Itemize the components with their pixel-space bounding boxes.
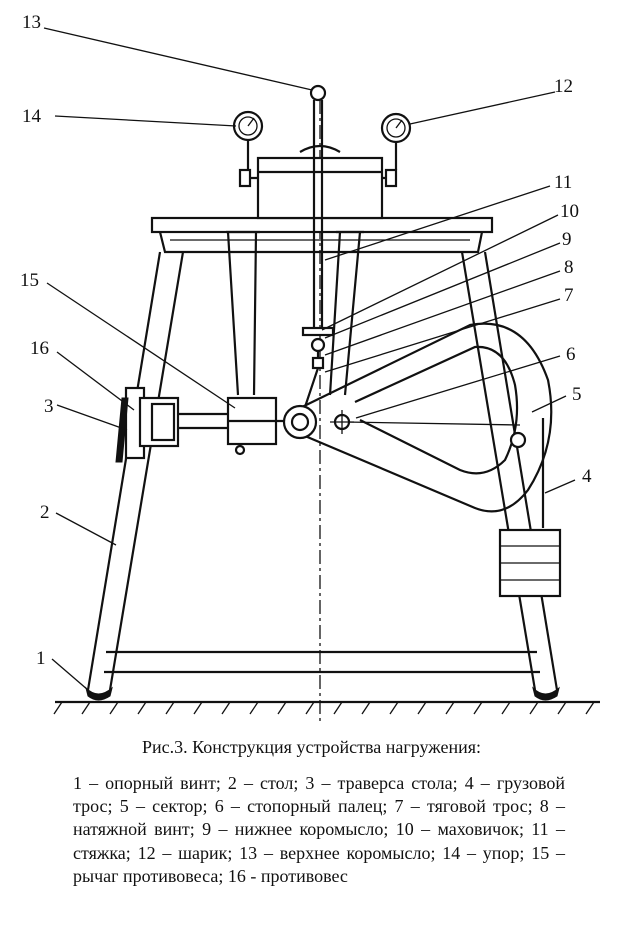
figure-caption: Рис.3. Конструкция устройства нагружения… [141,737,482,757]
right-leg [460,251,560,701]
label-5: 5 [572,384,582,405]
gauge-right [380,112,412,170]
label-16: 16 [30,338,49,359]
gauge-left [232,110,264,170]
central-rod [299,84,341,330]
label-9: 9 [562,229,572,250]
label-7: 7 [564,285,574,306]
upper-box [238,156,398,220]
lower-crossbar [104,650,540,674]
leader-lines [43,27,576,691]
label-14: 14 [22,106,42,127]
loading-device-diagram: 13 14 12 11 10 9 8 7 6 5 4 15 16 3 2 1 [20,12,600,725]
table-supports [226,230,364,396]
label-4: 4 [582,466,592,487]
load-weight [498,418,562,598]
label-1: 1 [36,648,46,669]
label-12: 12 [554,76,573,97]
label-6: 6 [566,344,576,365]
label-2: 2 [40,502,50,523]
label-11: 11 [554,172,572,193]
figure-legend: 1 – опорный винт; 2 – стол; 3 – траверса… [73,773,565,886]
sector [282,322,553,513]
label-3: 3 [44,396,54,417]
left-leg [85,251,185,701]
label-15: 15 [20,270,39,291]
ground [53,700,600,715]
label-10: 10 [560,201,579,222]
label-8: 8 [564,257,574,278]
counterweight-shaft [115,386,290,463]
label-13: 13 [22,12,41,33]
